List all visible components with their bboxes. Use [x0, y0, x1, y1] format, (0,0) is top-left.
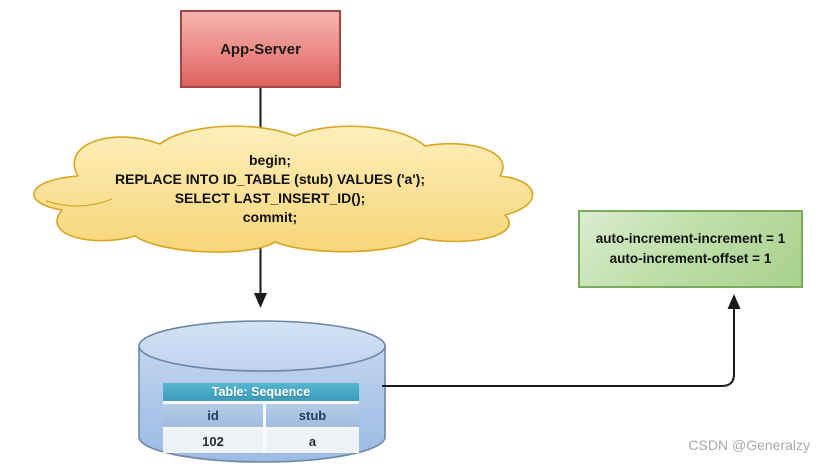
- connector-database-to-config: [382, 294, 741, 387]
- sequence-table-header-row: id stub: [163, 404, 359, 427]
- watermark-text: CSDN @Generalzy: [688, 437, 810, 453]
- sql-line: commit;: [242, 209, 298, 225]
- table-row: 102 a: [163, 430, 359, 453]
- sql-line: begin;: [249, 152, 291, 168]
- cloud-crease-left: [45, 198, 113, 207]
- sql-line: SELECT LAST_INSERT_ID();: [174, 190, 366, 206]
- app-server-label: App-Server: [220, 40, 301, 58]
- sequence-table-title: Table: Sequence: [163, 383, 359, 401]
- sql-line: REPLACE INTO ID_TABLE (stub) VALUES ('a'…: [115, 171, 425, 187]
- config-line: auto-increment-increment = 1: [595, 231, 786, 246]
- sql-cloud-shape: [33, 125, 534, 253]
- cell-stub-value: a: [266, 430, 359, 453]
- auto-increment-config-node: auto-increment-increment = 1 auto-increm…: [578, 210, 803, 288]
- sql-statement-text: begin; REPLACE INTO ID_TABLE (stub) VALU…: [40, 151, 500, 227]
- column-header-id: id: [163, 404, 263, 427]
- column-header-stub: stub: [266, 404, 359, 427]
- app-server-node: App-Server: [180, 10, 341, 88]
- sequence-table: Table: Sequence id stub 102 a: [163, 383, 359, 453]
- database-cylinder-top: [138, 320, 386, 372]
- cell-id-value: 102: [163, 430, 263, 453]
- config-line: auto-increment-offset = 1: [609, 251, 772, 266]
